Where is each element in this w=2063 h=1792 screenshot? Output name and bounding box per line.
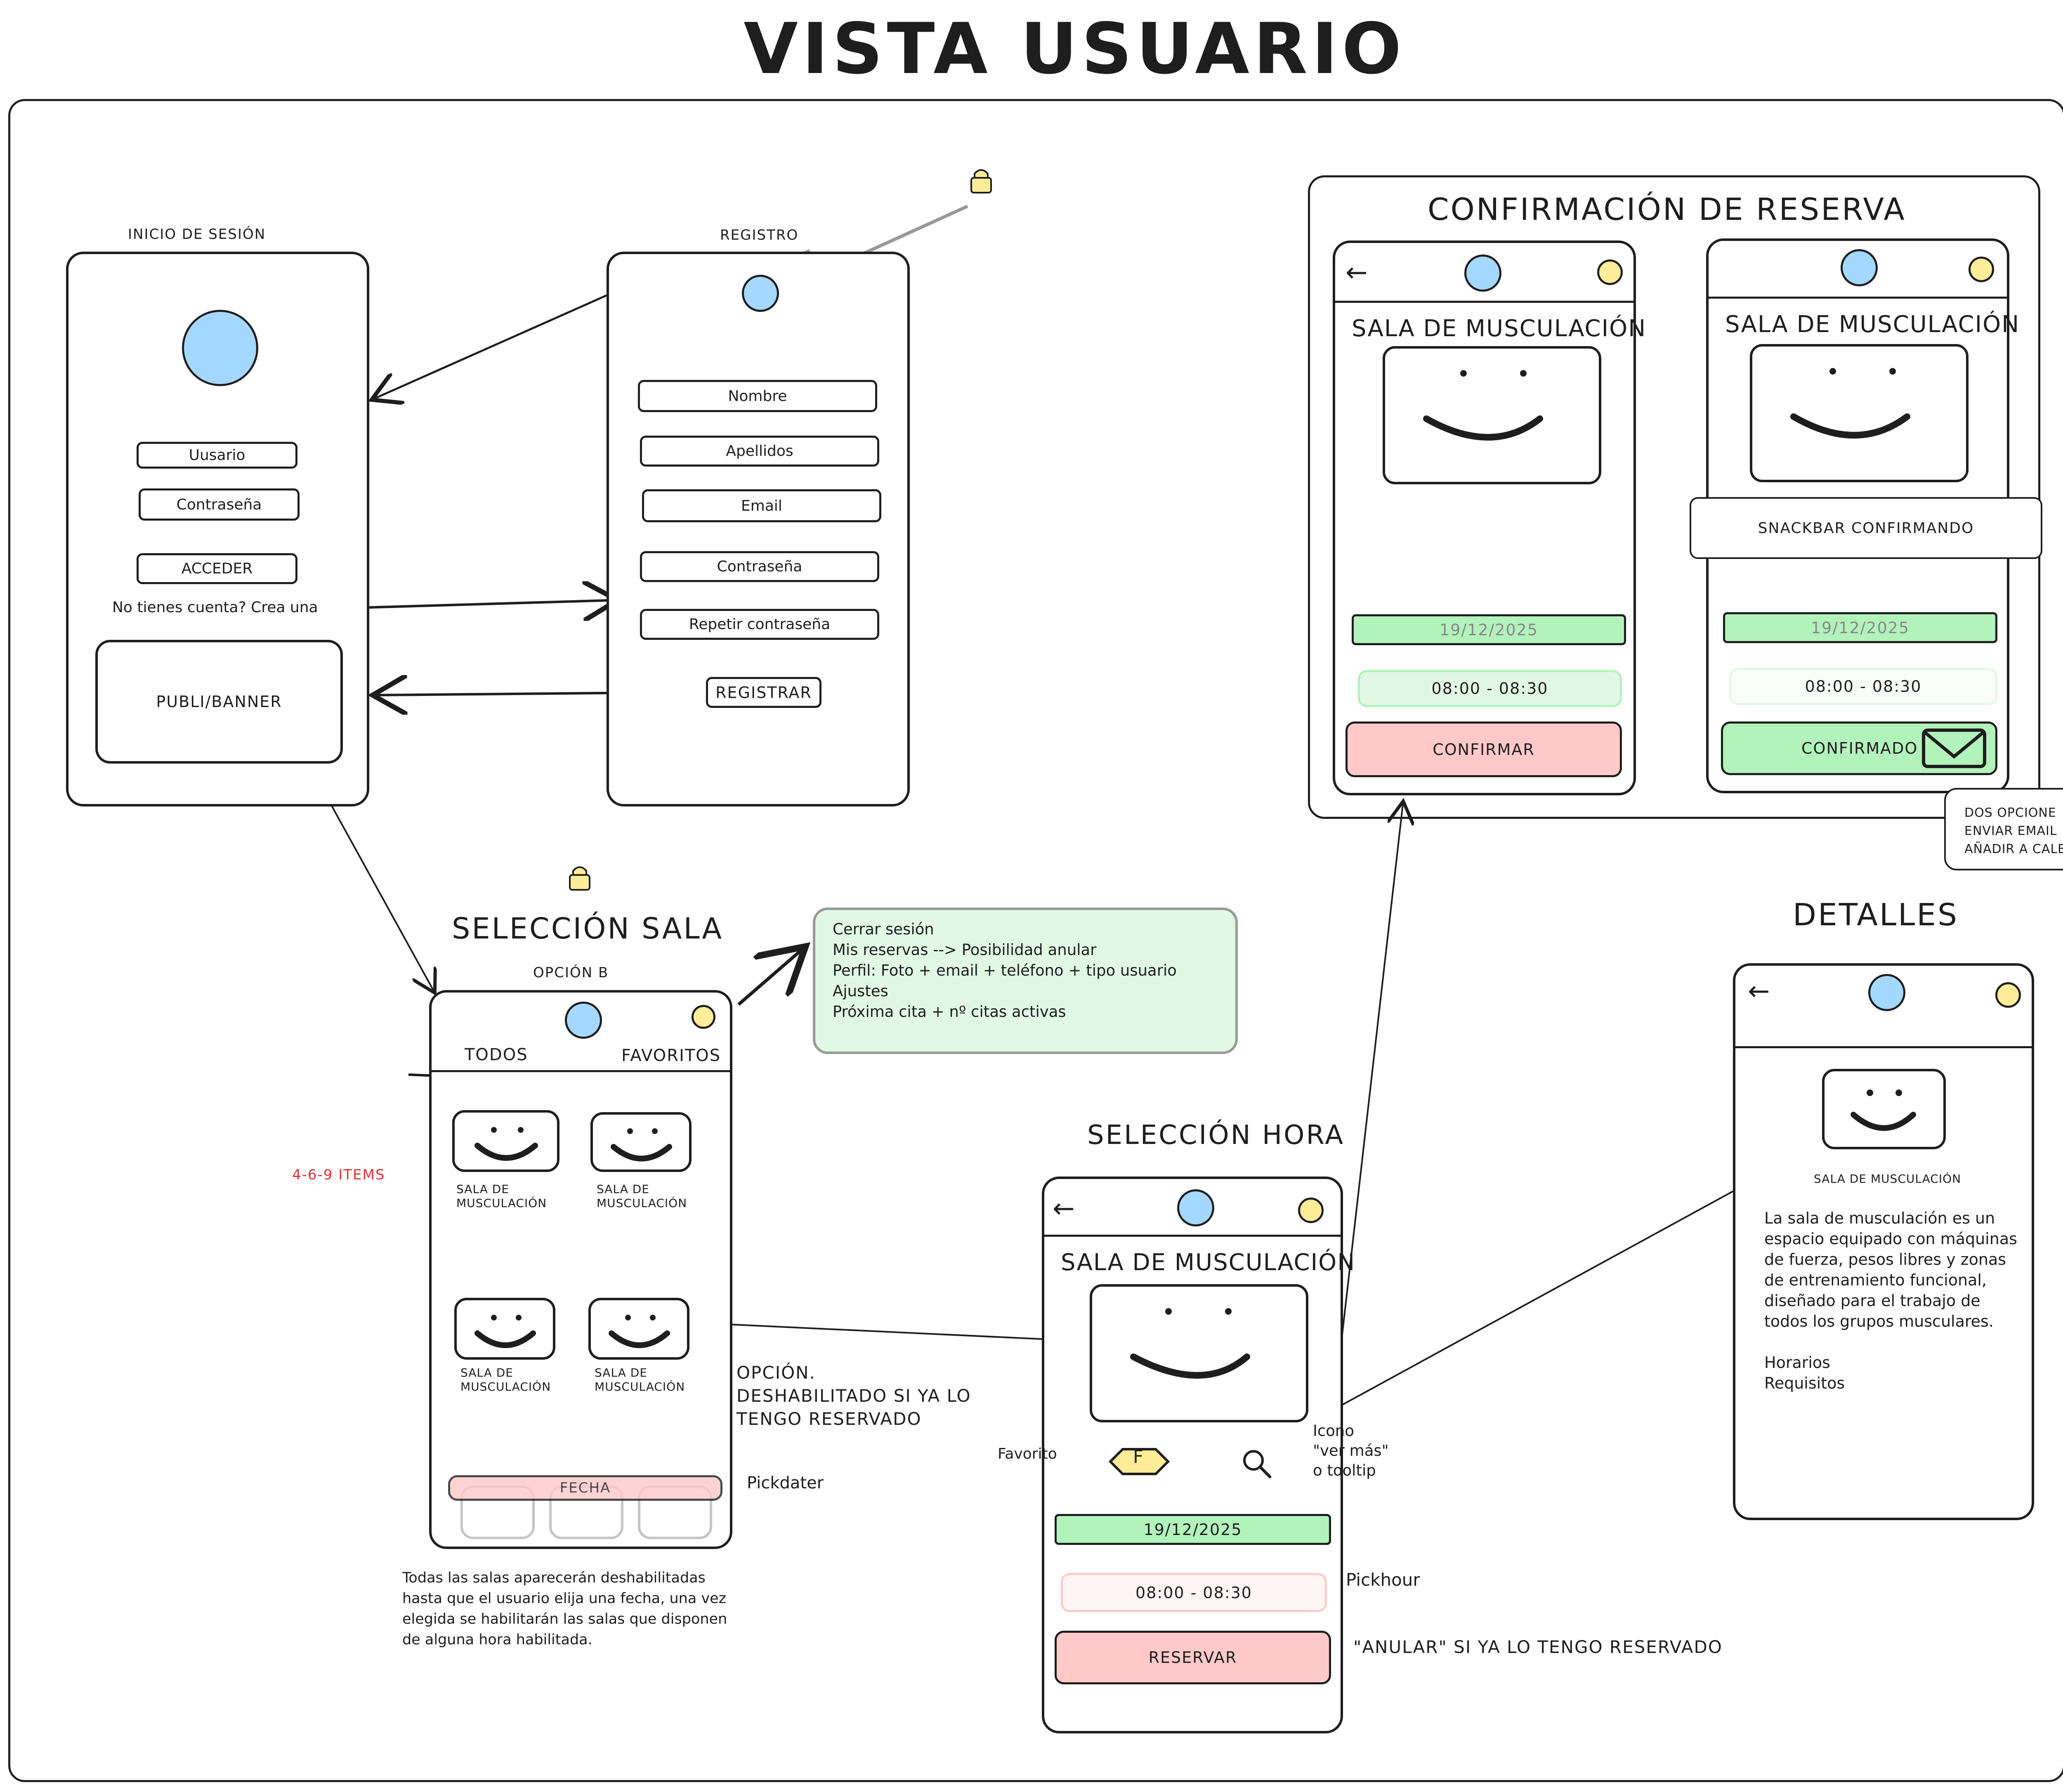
items-note: 4-6-9 ITEMS <box>292 1167 385 1183</box>
disabled-note: Todas las salas aparecerán deshabilitada… <box>402 1570 727 1648</box>
room-card-label: SALA DE MUSCULACIÓN <box>595 1366 685 1394</box>
screen-header <box>1044 1179 1341 1237</box>
page-title: VISTA USUARIO <box>744 8 1406 90</box>
confirm-button[interactable]: CONFIRMAR <box>1345 722 1622 777</box>
reserve-button[interactable]: RESERVAR <box>1055 1631 1331 1684</box>
option-b-label: OPCIÓN B <box>533 964 609 981</box>
confirmation-frame <box>1308 175 2040 819</box>
cancel-note: "ANULAR" SI YA LO TENGO RESERVADO <box>1353 1637 1723 1657</box>
pickdater-note: Pickdater <box>747 1474 824 1493</box>
avatar-icon <box>742 275 779 312</box>
notification-icon[interactable] <box>1597 259 1623 285</box>
signup-link[interactable]: No tienes cuenta? Crea una <box>112 599 318 616</box>
icon-note: Icono "ver más" o tooltip <box>1313 1422 1389 1479</box>
room-card-image[interactable] <box>590 1112 692 1172</box>
favorite-icon[interactable] <box>1106 1443 1172 1480</box>
room-image <box>1383 346 1601 484</box>
register-button[interactable]: REGISTRAR <box>706 677 821 708</box>
options-note: DOS OPCIONE ENVIAR EMAIL AÑADIR A CALEND… <box>1944 788 2063 870</box>
register-screen: Nombre Apellidos Email Contraseña Repeti… <box>607 252 910 806</box>
screen-header <box>1735 966 2032 1048</box>
notification-icon[interactable] <box>692 1005 715 1029</box>
tabs-divider <box>432 1070 730 1072</box>
avatar-icon <box>565 1002 602 1039</box>
date-button[interactable]: FECHA <box>448 1475 722 1501</box>
room-title: SALA DE MUSCULACIÓN <box>1061 1249 1356 1276</box>
username-field[interactable]: Uusario <box>137 442 297 469</box>
room-title: SALA DE MUSCULACIÓN <box>1352 315 1647 342</box>
register-heading: REGISTRO <box>720 227 799 243</box>
notification-icon[interactable] <box>1995 982 2021 1008</box>
outer-frame <box>8 99 2063 1782</box>
hour-picker[interactable]: 08:00 - 08:30 <box>1061 1573 1327 1612</box>
menu-note: Cerrar sesión Mis reservas --> Posibilid… <box>813 908 1238 1054</box>
confirmation-heading: CONFIRMACIÓN DE RESERVA <box>1428 192 1906 227</box>
logo-icon <box>182 310 258 386</box>
date-display[interactable]: 19/12/2025 <box>1055 1514 1331 1545</box>
banner: PUBLI/BANNER <box>95 640 343 764</box>
lock-icon <box>569 866 590 891</box>
option-note: OPCIÓN. DESHABILITADO SI YA LO TENGO RES… <box>736 1363 971 1429</box>
surname-field[interactable]: Apellidos <box>640 436 879 467</box>
notification-icon[interactable] <box>1969 257 1994 282</box>
avatar-icon <box>1868 974 1905 1011</box>
room-image <box>1090 1284 1308 1422</box>
date-display: 19/12/2025 <box>1723 612 1997 643</box>
search-icon[interactable] <box>1240 1447 1273 1480</box>
tab-todos[interactable]: TODOS <box>465 1045 528 1064</box>
avatar-icon <box>1177 1189 1214 1226</box>
room-selection-heading: SELECCIÓN SALA <box>452 912 724 946</box>
room-selection-screen: TODOS FAVORITOS SALA DE MUSCULACIÓN SALA… <box>429 990 732 1549</box>
notification-icon[interactable] <box>1298 1198 1324 1223</box>
access-button[interactable]: ACCEDER <box>137 553 297 584</box>
password-field[interactable]: Contraseña <box>139 488 300 521</box>
hour-selection-screen: ← SALA DE MUSCULACIÓN F 19/12/2025 08:00… <box>1042 1177 1355 1733</box>
login-screen: Uusario Contraseña ACCEDER PUBLI/BANNER <box>66 252 369 806</box>
mail-icon <box>1922 729 1986 768</box>
room-card-label: SALA DE MUSCULACIÓN <box>597 1182 687 1210</box>
screen-header <box>1709 241 2007 299</box>
repeat-password-field[interactable]: Repetir contraseña <box>640 609 879 640</box>
hour-display: 08:00 - 08:30 <box>1729 668 1997 705</box>
room-image <box>1750 344 1969 482</box>
room-card-image[interactable] <box>454 1298 555 1360</box>
login-heading: INICIO DE SESIÓN <box>128 226 266 243</box>
room-card-image[interactable] <box>452 1110 559 1172</box>
room-card-label: SALA DE MUSCULACIÓN <box>460 1366 551 1394</box>
snackbar: SNACKBAR CONFIRMANDO <box>1690 497 2042 559</box>
hour-selection-heading: SELECCIÓN HORA <box>1087 1120 1345 1151</box>
confirm-screen: ← SALA DE MUSCULACIÓN 19/12/2025 08:00 -… <box>1333 241 1645 795</box>
back-arrow-icon[interactable]: ← <box>1748 976 1770 1007</box>
favorite-badge: F <box>1133 1446 1144 1467</box>
email-field[interactable]: Email <box>642 489 881 522</box>
avatar-icon <box>1464 255 1501 292</box>
favorite-label: Favorito <box>998 1445 1057 1462</box>
room-card-image[interactable] <box>588 1298 689 1360</box>
hour-display: 08:00 - 08:30 <box>1358 670 1622 707</box>
room-image <box>1822 1069 1946 1149</box>
back-arrow-icon[interactable]: ← <box>1345 257 1368 288</box>
register-password-field[interactable]: Contraseña <box>640 551 879 582</box>
pickhour-note: Pickhour <box>1346 1570 1420 1590</box>
lock-icon <box>970 169 992 193</box>
back-arrow-icon[interactable]: ← <box>1053 1193 1075 1224</box>
confirmed-label: CONFIRMADO <box>1801 739 1918 757</box>
date-display: 19/12/2025 <box>1352 614 1626 645</box>
room-card-label: SALA DE MUSCULACIÓN <box>456 1182 547 1210</box>
menu-note-text: Cerrar sesión Mis reservas --> Posibilid… <box>833 920 1177 1021</box>
room-title: SALA DE MUSCULACIÓN <box>1725 311 2020 338</box>
options-note-text: DOS OPCIONE ENVIAR EMAIL AÑADIR A CALEND… <box>1964 806 2063 856</box>
room-description: La sala de musculación es un espacio equ… <box>1764 1209 2017 1392</box>
tab-favoritos[interactable]: FAVORITOS <box>621 1046 721 1065</box>
name-field[interactable]: Nombre <box>638 380 877 412</box>
avatar-icon <box>1841 249 1878 286</box>
room-caption: SALA DE MUSCULACIÓN <box>1814 1172 1962 1186</box>
screen-header <box>1335 243 1633 303</box>
details-screen: ← SALA DE MUSCULACIÓN La sala de muscula… <box>1733 963 2034 1520</box>
details-heading: DETALLES <box>1793 897 1959 933</box>
